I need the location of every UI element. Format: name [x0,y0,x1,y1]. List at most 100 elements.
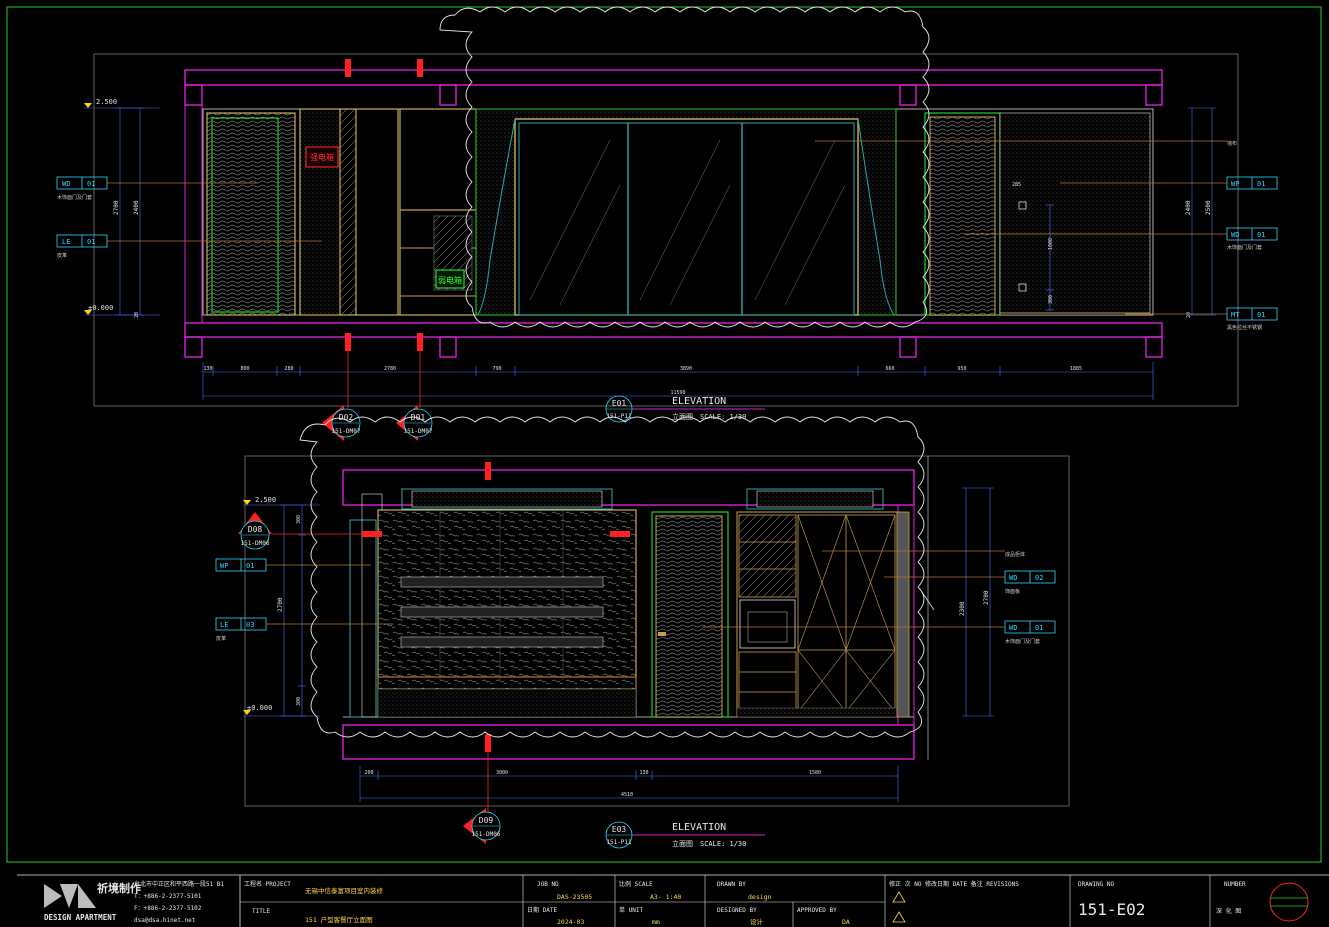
dim-right-2: 20 [1186,312,1192,318]
revision-triangle-icon [892,911,906,923]
svg-text:151-DM06: 151-DM06 [472,831,501,838]
dim-right2-0: 2700 [983,590,990,605]
svg-text:LE: LE [62,238,70,246]
svg-text:D09: D09 [479,816,494,825]
svg-text:D02: D02 [339,413,354,422]
dim-total-2: 4510 [621,792,633,798]
job-no: DAS-23505 [557,893,592,901]
svg-text:D08: D08 [248,525,263,534]
elevation-title-e03: E03 151-P11 ELEVATION 立面图 SCALE: 1/30 [605,821,765,849]
svg-text:WP: WP [220,562,228,570]
shelf-1 [400,576,604,588]
svg-text:151-P11: 151-P11 [606,839,632,846]
svg-text:黑色拉丝不锈钢: 黑色拉丝不锈钢 [1227,324,1262,331]
approved-by: DA [842,918,850,926]
tag-wd01-left: WD 01 木饰面门及门套 [56,176,258,201]
section-mark-d08: D08 151-DM06 [238,512,272,550]
viewport-frame-1 [93,53,1239,407]
svg-text:成品柜体: 成品柜体 [1005,551,1025,558]
svg-text:工程名 PROJECT: 工程名 PROJECT [244,880,291,888]
svg-text:151-DM07: 151-DM07 [404,428,433,435]
svg-text:木饰面门及门套: 木饰面门及门套 [57,194,92,201]
level-bottom-1: ±0.000 [88,304,113,312]
dim-bottom-0: 130 [203,366,212,372]
tag-le03-left2: LE 03 皮革 [215,617,393,642]
level-top-1: 2.500 [96,98,117,106]
revision-cloud-1 [439,6,930,328]
svg-text:151-DM06: 151-DM06 [241,540,270,547]
floor-slab-2 [342,724,915,760]
title-block: 祈境制作 DESIGN APARTMENT 台北市中正区和平西路一段51 B1 … [17,874,1329,927]
end-panel [896,511,910,718]
dim-bottom-8: 1885 [1070,366,1082,372]
svg-text:D01: D01 [411,413,426,422]
dim-left2-2: 300 [296,697,302,706]
phone2: F：+886-2-2377-5102 [134,905,202,912]
elevation-e01: 强电箱 弱电箱 285 1000 300 [56,6,1278,441]
svg-text:DRAWING NO: DRAWING NO [1078,881,1115,888]
svg-text:DESIGNED BY: DESIGNED BY [717,907,757,914]
revision-header: 修正 次 NO 修改日期 DATE 备注 REVISIONS [889,880,1019,888]
level-marker-bottom-icon [84,310,92,315]
tag-wp01-left2: WP 01 [215,558,371,572]
svg-text:DRAWN BY: DRAWN BY [717,881,746,888]
svg-text:单 UNIT: 单 UNIT [619,906,643,914]
dim-bottom-1: 800 [240,366,249,372]
level-top-2: 2.500 [255,496,276,504]
ceiling-slab-1 [184,69,1163,86]
dim-bottom-4: 790 [492,366,501,372]
shelf-3 [400,636,604,648]
tag-wd02-right2: WD 02 饰面板 成品柜体 [822,550,1056,595]
tag-le01-left: LE 01 皮革 [56,234,322,259]
svg-text:MT: MT [1231,311,1240,319]
svg-text:03: 03 [246,621,254,629]
inner-dim-1: 1000 [1048,238,1054,250]
svg-text:151-DM07: 151-DM07 [332,428,361,435]
dim-total-1: 11590 [670,390,685,396]
dim-bottom-6: 660 [885,366,894,372]
drawn-by: design [748,893,772,901]
level-marker-top-icon [243,500,251,505]
svg-text:E03: E03 [612,825,627,834]
ceiling-light-trough-1 [401,488,613,510]
oven-icon [739,599,796,649]
strong-power-box [305,146,339,168]
viewport-frame-2 [244,455,1070,807]
number-note: 深 化 图 [1216,907,1241,915]
sliding-glass-door [514,118,859,316]
svg-text:LE: LE [220,621,228,629]
svg-text:立面图: 立面图 [672,839,693,848]
socket-icon [1018,283,1027,292]
svg-text:WD: WD [1009,574,1017,582]
company-logo [44,884,96,908]
dim-left2-0: 2700 [277,597,284,612]
dim-bottom2-1: 3000 [496,770,508,776]
svg-text:01: 01 [87,180,95,188]
section-mark-d02: D02 151-DM07 [322,405,361,441]
dim-bottom-2: 280 [284,366,293,372]
svg-text:NUMBER: NUMBER [1224,881,1246,888]
tag-wd01-right2: WD 01 木饰面门及门套 [702,620,1056,645]
svg-text:E01: E01 [612,399,627,408]
tag-mt01-right: MT 01 黑色拉丝不锈钢 [1125,307,1278,331]
svg-text:比例 SCALE: 比例 SCALE [619,880,653,888]
svg-text:01: 01 [1257,180,1265,188]
inner-dim-0: 285 [1012,182,1021,188]
tag-wd01-right: WD 01 木饰面门及门套 [965,227,1278,251]
weak-power-box [435,269,465,289]
curtain-right [857,118,895,316]
svg-text:01: 01 [1257,231,1265,239]
svg-text:WD: WD [1009,624,1017,632]
dim-right2-1: 2300 [959,601,966,616]
svg-text:日期 DATE: 日期 DATE [527,906,557,914]
svg-text:SCALE: 1/30: SCALE: 1/30 [700,413,746,421]
phone1: T：+886-2-2377-5101 [134,893,202,900]
level-marker-bottom-icon [243,710,251,715]
elevation-title-e01: E01 151-P11 ELEVATION 立面图 SCALE: 1/30 [605,395,765,423]
svg-text:SCALE: 1/30: SCALE: 1/30 [700,840,746,848]
svg-text:02: 02 [1035,574,1043,582]
dim-bottom2-3: 1580 [809,770,821,776]
leather-door-left [206,112,296,316]
designed-by: 设计 [750,917,764,926]
